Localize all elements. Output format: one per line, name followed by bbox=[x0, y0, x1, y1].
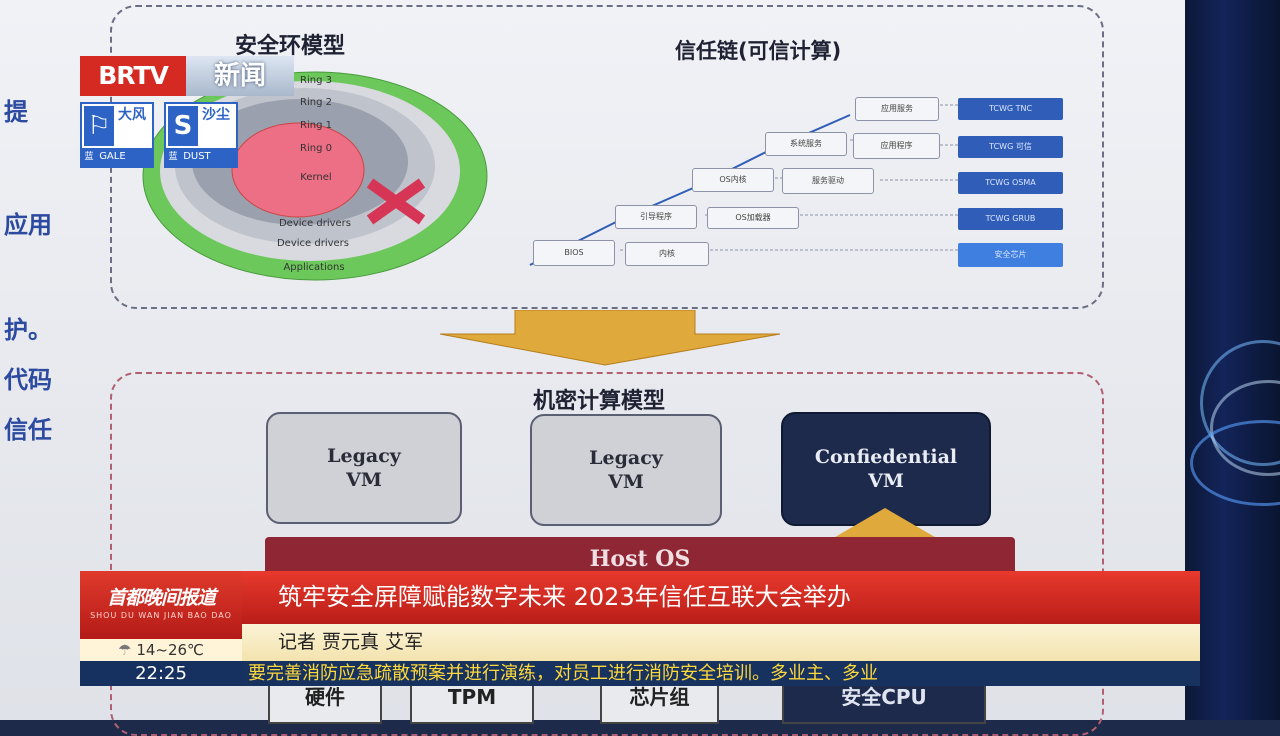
legacy-vm-1-label: Legacy VM bbox=[327, 445, 401, 491]
host-os-bar: Host OS bbox=[265, 537, 1015, 577]
dust-warning-en: DUST bbox=[183, 151, 211, 162]
chain-box-bios: BIOS bbox=[533, 240, 615, 266]
chain-box-4: OS加载器 bbox=[707, 207, 799, 229]
chain-right-box-4: TCWG GRUB bbox=[958, 208, 1063, 230]
ring-model-title: 安全环模型 bbox=[235, 34, 346, 59]
gale-warning-level: 蓝 bbox=[84, 152, 94, 162]
chain-box-9: 应用服务 bbox=[855, 97, 939, 121]
chain-right-box-1: TCWG TNC bbox=[958, 98, 1063, 120]
s-icon: S bbox=[168, 106, 198, 146]
applications-label: Applications bbox=[283, 262, 345, 273]
ring-0-label: Ring 0 bbox=[300, 143, 332, 154]
channel-name: 新闻 bbox=[186, 56, 294, 96]
weather-display: ☂ 14~26℃ bbox=[80, 639, 242, 661]
gale-warning-cn: 大风 bbox=[118, 107, 146, 123]
down-arrow-icon bbox=[439, 310, 781, 366]
left-cut-text-2: 护。 bbox=[4, 316, 52, 344]
gale-warning-badge: ⚐ 大风 蓝 GALE bbox=[80, 102, 154, 168]
flag-icon: ⚐ bbox=[84, 106, 114, 146]
legacy-vm-1: Legacy VM bbox=[266, 412, 462, 524]
news-ticker: 要完善消防应急疏散预案并进行演练，对员工进行消防安全培训。多业主、多业 bbox=[242, 661, 1200, 686]
left-cut-text-0: 提 bbox=[4, 98, 28, 126]
dust-warning-footer: 蓝 DUST bbox=[166, 148, 236, 166]
gale-warning-en: GALE bbox=[99, 151, 126, 162]
kernel-label: Kernel bbox=[300, 172, 332, 183]
left-cut-text-4: 信任 bbox=[4, 416, 52, 444]
ring-2-label: Ring 2 bbox=[300, 97, 332, 108]
chain-box-2: 内核 bbox=[625, 242, 709, 266]
confidential-vm-label: Confiedential VM bbox=[814, 446, 958, 492]
chain-box-8: 应用程序 bbox=[853, 133, 940, 159]
chain-box-6: 服务驱动 bbox=[782, 168, 874, 194]
device-drivers-label-2: Device drivers bbox=[276, 238, 349, 249]
program-pinyin: SHOU DU WAN JIAN BAO DAO bbox=[90, 611, 232, 620]
brtv-logo: BRTV bbox=[80, 56, 186, 96]
ring-3-label: Ring 3 bbox=[300, 75, 332, 86]
clock: 22:25 bbox=[80, 661, 242, 686]
confidential-vm: Confiedential VM bbox=[781, 412, 991, 526]
stage-background bbox=[1185, 0, 1280, 720]
dust-warning-cn: 沙尘 bbox=[202, 107, 230, 123]
ring-1-label: Ring 1 bbox=[300, 120, 332, 131]
trust-chain-title: 信任链(可信计算) bbox=[675, 39, 842, 63]
temperature: 14~26℃ bbox=[136, 641, 204, 659]
legacy-vm-2: Legacy VM bbox=[530, 414, 722, 526]
reporter-line: 记者 贾元真 艾军 bbox=[242, 624, 1200, 661]
dust-warning-level: 蓝 bbox=[168, 152, 178, 162]
program-badge: 首都晚间报道 SHOU DU WAN JIAN BAO DAO bbox=[80, 571, 242, 639]
device-drivers-label-1: Device drivers bbox=[278, 218, 351, 229]
cloud-rain-icon: ☂ bbox=[118, 641, 132, 659]
chain-box-7: 系统服务 bbox=[765, 132, 847, 156]
dust-warning-badge: S 沙尘 蓝 DUST bbox=[164, 102, 238, 168]
chain-right-box-2: TCWG 可信 bbox=[958, 136, 1063, 158]
left-cut-text-1: 应用 bbox=[4, 211, 52, 239]
program-title: 首都晚间报道 bbox=[106, 587, 216, 609]
chain-box-3: 引导程序 bbox=[615, 205, 697, 229]
gale-warning-footer: 蓝 GALE bbox=[82, 148, 152, 166]
chain-box-5: OS内核 bbox=[692, 168, 774, 192]
left-cut-text-3: 代码 bbox=[4, 366, 52, 394]
chain-right-box-5: 安全芯片 bbox=[958, 243, 1063, 267]
channel-logo: BRTV 新闻 bbox=[80, 56, 294, 96]
chain-right-box-3: TCWG OSMA bbox=[958, 172, 1063, 194]
headline: 筑牢安全屏障赋能数字未来 2023年信任互联大会举办 bbox=[242, 571, 1200, 624]
confidential-model-title: 机密计算模型 bbox=[533, 389, 666, 414]
legacy-vm-2-label: Legacy VM bbox=[589, 447, 663, 493]
